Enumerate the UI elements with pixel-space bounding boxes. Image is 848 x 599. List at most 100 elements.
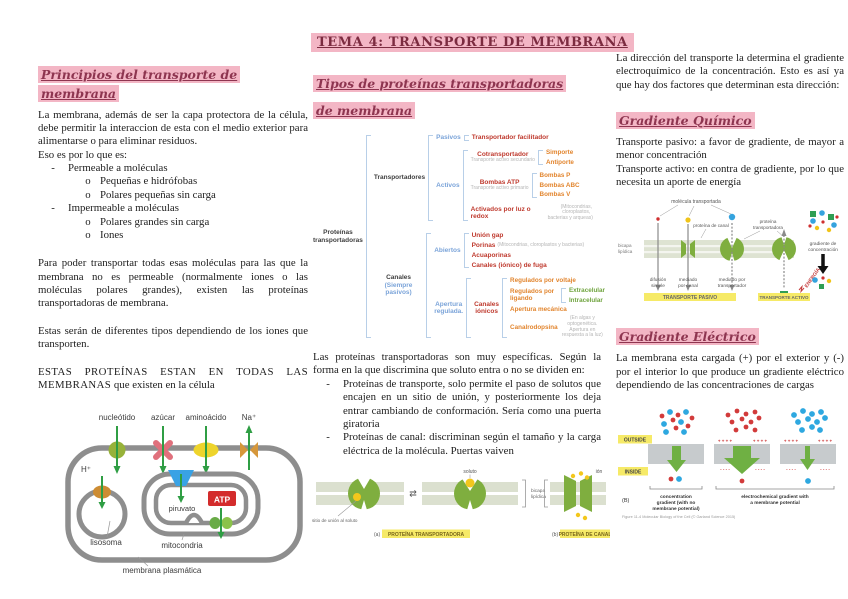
label-molecula-transportada: molécula transportada — [671, 199, 721, 205]
bullet-pequenas: Pequeñas e hidrófobas — [38, 175, 308, 188]
tree-mecanica: Apertura mecánica — [510, 306, 567, 314]
label-transporte-pasivo: TRANSPORTE PASIVO — [663, 295, 717, 301]
right-paragraph-1: La dirección del transporte la determina… — [616, 52, 844, 91]
bullet-proteinas-canal: Proteínas de canal: discriminan según el… — [313, 431, 601, 458]
inside-label-box — [618, 467, 648, 476]
left-paragraph-4-caps: ESTAS PROTEÍNAS ESTAN EN TODAS LAS MEMBR… — [38, 365, 308, 391]
label-bicapa: bicapa — [618, 243, 632, 248]
gradient-arrow-large — [733, 446, 751, 460]
highlight-yellow — [758, 293, 810, 302]
tree-cotransportador: Cotransportador Transporte activo secund… — [470, 150, 535, 164]
arrow-down-icon — [202, 466, 210, 475]
tree-ligando: Regulados por ligando Extracelular Intra… — [510, 286, 605, 304]
label-nucleotido: nucleótido — [99, 413, 136, 422]
solute-dot — [353, 493, 361, 502]
cell-transporters-diagram: nucleótido azúcar aminoácido Na⁺ H⁺ — [65, 413, 303, 575]
svg-text:- - - -: - - - - — [786, 467, 796, 472]
tree-bombas-atp: Bombas ATP Transporte activo primario — [470, 178, 529, 192]
bracket-icon — [649, 486, 703, 490]
label-proteina-canal: PROTEÍNA DE CANAL — [559, 530, 610, 538]
charge-dots — [659, 413, 665, 419]
tree-acuaporinas: Acuaporinas — [471, 251, 511, 259]
mitochondrion-outer — [141, 471, 261, 537]
right-paragraph-2: Transporte pasivo: a favor de gradiente,… — [616, 135, 844, 162]
highlight-yellow — [560, 529, 610, 539]
caption-concentration: concentration — [660, 494, 692, 500]
figure-caption: Figure 11-4 Molecular Biology of the Cel… — [622, 515, 736, 519]
bullet-iones: Iones — [38, 229, 308, 242]
left-heading: Principios del transporte de membrana — [38, 66, 308, 104]
gradient-dots — [810, 211, 816, 218]
minus-signs: - - - - — [720, 467, 730, 472]
tree-canales: Canales (Siempre pasivos) — [384, 274, 413, 297]
label-inside: INSIDE — [625, 470, 642, 476]
label-mediado-canal: mediado — [679, 277, 698, 283]
label-aminoacido: aminoácido — [186, 413, 227, 422]
tree-simporte: Simporte — [545, 148, 574, 156]
label-piruvato: piruvato — [169, 504, 196, 513]
label-difusion: difusión — [650, 277, 667, 283]
bullet-polares-pequenas: Polares pequeñas sin carga — [38, 189, 308, 202]
label-b: (b) — [552, 532, 558, 538]
label-ion: ión — [596, 469, 603, 475]
label-atp: ATP — [214, 495, 231, 505]
tree-bombas-v: Bombas V — [539, 191, 571, 199]
svg-text:transportadora: transportadora — [753, 225, 783, 230]
atp-synthase-icon — [209, 517, 221, 530]
tree-antiporte: Antiporte — [545, 158, 574, 166]
arrow-down-icon — [177, 496, 185, 504]
page-title: TEMA 4: TRANSPORTE DE MEMBRANA — [311, 33, 634, 52]
label-azucar: azúcar — [151, 413, 175, 422]
tree-intracelular: Intracelular — [568, 296, 603, 304]
membrane-band — [644, 240, 794, 259]
label-a: (a) — [374, 532, 380, 538]
tree-transportadores: Transportadores — [373, 174, 426, 182]
right-paragraph-4: La membrana esta cargada (+) por el exte… — [616, 352, 844, 391]
channel-protein — [681, 240, 686, 259]
crista-fold — [183, 513, 205, 525]
ion-dot — [570, 473, 576, 479]
label-lisosoma: lisosoma — [90, 538, 122, 547]
label-b: (B) — [622, 498, 630, 504]
electrical-gradient-diagram: OUTSIDE INSIDE concentration gradient (w… — [618, 408, 836, 519]
svg-text:+ + + +: + + + + — [818, 439, 833, 444]
plus-signs: + + + + — [718, 439, 733, 444]
svg-text:- - - -: - - - - — [820, 467, 830, 472]
tree-pasivos: Pasivos — [436, 134, 461, 142]
middle-paragraph-1: Las proteínas transportadoras son muy es… — [313, 351, 601, 377]
left-paragraph-2: Para poder transportar todas esas molécu… — [38, 257, 308, 310]
gradient-arrow-thin — [805, 446, 810, 461]
page-title-wrap: TEMA 4: TRANSPORTE DE MEMBRANA — [311, 33, 634, 52]
arrow-down-icon — [217, 532, 225, 540]
label-h: H⁺ — [81, 465, 91, 474]
tree-voltaje: Regulados por voltaje — [510, 277, 576, 285]
channel-protein — [564, 475, 576, 513]
right-column: La dirección del transporte la determina… — [616, 52, 844, 541]
tree-extracelular: Extracelular — [568, 286, 605, 294]
label-proteina-transportadora: PROTEÍNA TRANSPORTADORA — [388, 530, 465, 538]
left-paragraph-1: La membrana, además de ser la capa prote… — [38, 108, 308, 148]
svg-text:lipídica: lipídica — [618, 249, 633, 254]
carrier-protein-closed — [348, 477, 380, 510]
carrier-protein-open — [454, 477, 486, 510]
arrow-down-icon — [817, 266, 829, 275]
label-energia: ENERGÍA — [802, 266, 822, 290]
svg-text:simple: simple — [651, 283, 665, 289]
left-paragraph-4-rest: que existen en la célula — [111, 378, 215, 391]
svg-text:por canal: por canal — [678, 283, 698, 289]
label-mediado-transportador: mediado por — [719, 277, 746, 283]
bullet-impermeable: Impermeable a moléculas — [38, 202, 308, 215]
svg-text:concentración: concentración — [808, 247, 838, 253]
label-na: Na⁺ — [242, 413, 256, 422]
svg-text:a membrane potential: a membrane potential — [750, 500, 800, 506]
bullet-proteinas-transporte: Proteínas de transporte, solo permite el… — [313, 378, 601, 432]
bracket — [365, 135, 371, 339]
label-bicapa: bicapa — [531, 488, 545, 494]
tree-canales-fuga: Canales (iónico) de fuga — [471, 261, 547, 269]
arrow-down-icon — [685, 285, 691, 292]
